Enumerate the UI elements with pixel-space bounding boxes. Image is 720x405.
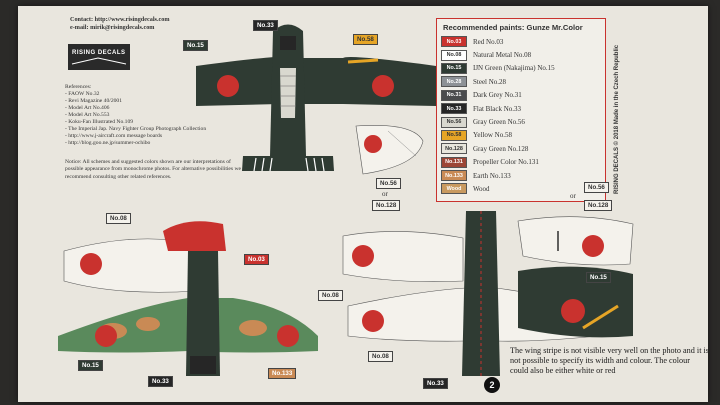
color-label: No.33 bbox=[423, 378, 448, 389]
paint-name: Gray Green No.56 bbox=[473, 118, 525, 127]
color-label: No.128 bbox=[584, 200, 613, 211]
paint-row: No.03 Red No.03 bbox=[437, 35, 605, 48]
paint-row: No.33 Flat Black No.33 bbox=[437, 102, 605, 115]
paint-name: Yellow No.58 bbox=[473, 131, 512, 140]
paint-swatch: No.15 bbox=[441, 62, 467, 74]
paint-name: IJN Green (Nakajima) No.15 bbox=[473, 64, 555, 73]
or-text: or bbox=[382, 190, 388, 198]
paint-row: No.133 Earth No.133 bbox=[437, 169, 605, 182]
contact-web: Contact: http://www.risingdecals.com bbox=[70, 16, 170, 23]
paint-row: No.128 Gray Green No.128 bbox=[437, 142, 605, 155]
paint-swatch: No.131 bbox=[441, 156, 467, 168]
reference-item: - The Imperial Jap. Navy Fighter Group P… bbox=[65, 126, 207, 132]
color-label: No.56 bbox=[376, 178, 401, 189]
notice-text: Notice: All schemes and suggested colors… bbox=[65, 159, 242, 180]
paint-swatch: No.31 bbox=[441, 89, 467, 101]
paint-name: Natural Metal No.08 bbox=[473, 51, 532, 60]
reference-item: - Koku-Fan Illustrated No.109 bbox=[65, 119, 134, 125]
color-label: No.128 bbox=[372, 200, 401, 211]
color-label: No.56 bbox=[584, 182, 609, 193]
reference-item: - Revi Magazine 40/2001 bbox=[65, 98, 123, 104]
paint-swatch: No.128 bbox=[441, 143, 467, 155]
contact-info: Contact: http://www.risingdecals.com e-m… bbox=[70, 16, 170, 32]
paint-row: No.131 Propeller Color No.131 bbox=[437, 156, 605, 169]
paint-swatch: Wood bbox=[441, 183, 467, 195]
reference-item: - http://www.j-aircraft.com message boar… bbox=[65, 133, 163, 139]
decal-instruction-sheet: Contact: http://www.risingdecals.com e-m… bbox=[18, 6, 708, 402]
rising-decals-logo bbox=[68, 44, 130, 70]
paint-swatch: No.56 bbox=[441, 116, 467, 128]
color-label: No.58 bbox=[353, 34, 378, 45]
paints-title: Recommended paints: Gunze Mr.Color bbox=[443, 23, 583, 32]
color-label: No.08 bbox=[368, 351, 393, 362]
contact-email: e-mail: mirik@risingdecals.com bbox=[70, 24, 155, 31]
or-text: or bbox=[570, 192, 576, 200]
wing-stripe-note: The wing stripe is not visible very well… bbox=[510, 346, 708, 376]
logo-text: RISING DECALS bbox=[72, 50, 126, 56]
paint-name: Dark Grey No.31 bbox=[473, 91, 522, 100]
wing-detail-upper bbox=[355, 125, 424, 175]
reference-item: - Model Art No.406 bbox=[65, 105, 110, 111]
paint-row: No.08 Natural Metal No.08 bbox=[437, 48, 605, 61]
paint-row: No.31 Dark Grey No.31 bbox=[437, 89, 605, 102]
color-label: No.15 bbox=[183, 40, 208, 51]
paint-swatch: No.58 bbox=[441, 129, 467, 141]
paint-row: No.28 Steel No.28 bbox=[437, 75, 605, 88]
paint-row: No.58 Yellow No.58 bbox=[437, 129, 605, 142]
paint-name: Steel No.28 bbox=[473, 77, 507, 86]
recommended-paints-box: Recommended paints: Gunze Mr.Color No.03… bbox=[436, 18, 606, 202]
paint-name: Propeller Color No.131 bbox=[473, 158, 539, 167]
color-label: No.08 bbox=[318, 290, 343, 301]
paint-swatch: No.133 bbox=[441, 170, 467, 182]
color-label: No.15 bbox=[586, 272, 611, 283]
aircraft-top-view-2 bbox=[58, 221, 318, 376]
paint-row: Wood Wood bbox=[437, 182, 605, 195]
paint-row: No.56 Gray Green No.56 bbox=[437, 115, 605, 128]
scheme-number-badge: 2 bbox=[484, 377, 500, 393]
aircraft-top-view-1 bbox=[196, 24, 436, 172]
paint-swatch: No.28 bbox=[441, 76, 467, 88]
aircraft-drawings bbox=[58, 24, 634, 376]
color-label: No.33 bbox=[253, 20, 278, 31]
paint-name: Red No.03 bbox=[473, 37, 504, 46]
paint-row: No.15 IJN Green (Nakajima) No.15 bbox=[437, 62, 605, 75]
references-title: References: bbox=[65, 84, 92, 90]
color-label: No.08 bbox=[106, 213, 131, 224]
references: References: - FAOW No.32 - Revi Magazine… bbox=[65, 84, 206, 147]
color-label: No.33 bbox=[148, 376, 173, 387]
color-label: No.15 bbox=[78, 360, 103, 371]
paint-swatch: No.08 bbox=[441, 49, 467, 61]
paint-name: Flat Black No.33 bbox=[473, 104, 522, 113]
paint-swatch: No.33 bbox=[441, 103, 467, 115]
reference-item: - FAOW No.32 bbox=[65, 91, 100, 97]
paint-name: Gray Green No.128 bbox=[473, 144, 529, 153]
aircraft-top-view-3 bbox=[342, 211, 633, 376]
reference-item: - Model Art No.553 bbox=[65, 112, 110, 118]
paint-name: Earth No.133 bbox=[473, 171, 511, 180]
wing-detail-lower bbox=[517, 216, 634, 266]
color-label: No.133 bbox=[268, 368, 297, 379]
reference-item: - http://blog.goo.ne.jp/summer-ochibo bbox=[65, 140, 151, 146]
color-label: No.03 bbox=[244, 254, 269, 265]
paint-swatch: No.03 bbox=[441, 36, 467, 48]
paint-name: Wood bbox=[473, 184, 490, 193]
